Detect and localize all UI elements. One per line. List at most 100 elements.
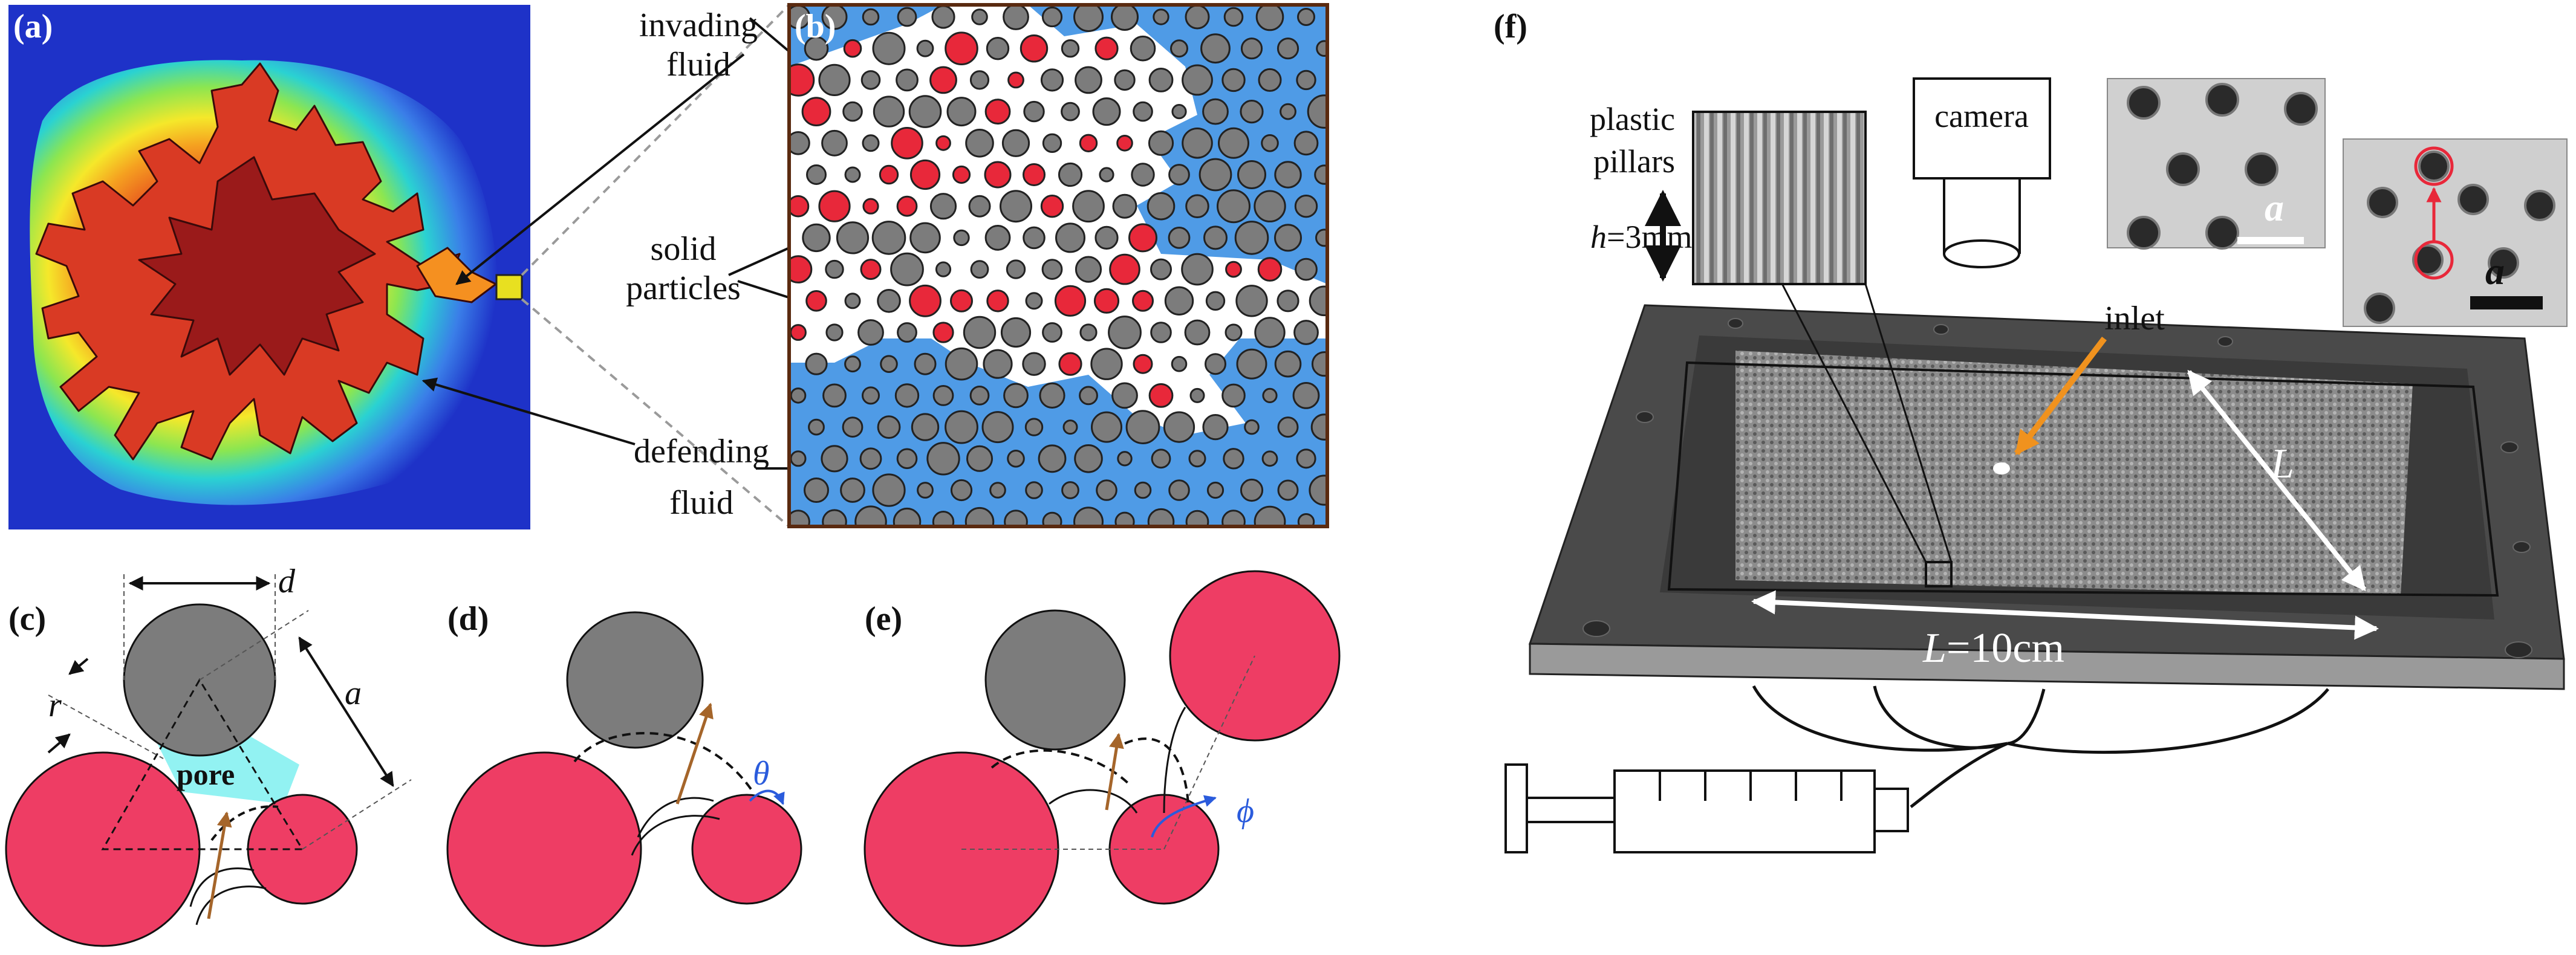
solid-particle bbox=[1042, 511, 1062, 526]
solid-particle bbox=[1217, 189, 1251, 224]
invader-wet-particle bbox=[790, 324, 807, 341]
flow-arrow-d bbox=[675, 702, 714, 804]
small-pink-particle-d bbox=[691, 794, 802, 905]
solid-particle bbox=[859, 447, 882, 470]
particle-layer bbox=[789, 5, 1354, 526]
solid-particle bbox=[1258, 68, 1282, 92]
solid-particle bbox=[1096, 479, 1117, 501]
solid-particle bbox=[1331, 257, 1354, 280]
construction-lines bbox=[48, 574, 412, 850]
solid-particle bbox=[872, 31, 906, 65]
solid-particle bbox=[818, 63, 851, 96]
solid-particle bbox=[1335, 388, 1350, 403]
invader-wet-particle bbox=[1109, 253, 1140, 285]
solid-particle bbox=[1182, 64, 1213, 96]
solid-particle bbox=[836, 221, 870, 254]
solid-particle bbox=[1125, 410, 1160, 444]
solid-particle bbox=[1237, 160, 1266, 189]
solid-particle bbox=[1254, 190, 1286, 222]
solid-particle bbox=[1307, 94, 1327, 129]
panel-b-frame bbox=[787, 3, 1329, 528]
solid-particle bbox=[877, 289, 901, 313]
solid-particle bbox=[804, 478, 829, 503]
solid-particle bbox=[1090, 348, 1123, 380]
solid-particle bbox=[1181, 253, 1214, 286]
invader-wet-particle bbox=[1128, 223, 1157, 253]
invader-wet-particle bbox=[1093, 288, 1120, 314]
solid-particle bbox=[945, 410, 978, 444]
solid-particle bbox=[1150, 322, 1172, 343]
solid-particle bbox=[1236, 348, 1267, 380]
label-L: L bbox=[2270, 441, 2294, 487]
solid-particle bbox=[1112, 193, 1137, 219]
annotations: invading fluid solid particles defending… bbox=[421, 7, 890, 522]
solid-particle bbox=[1004, 510, 1028, 526]
solid-particle bbox=[1041, 6, 1063, 28]
solid-particle bbox=[1022, 352, 1046, 376]
scale-label-a1: a bbox=[2265, 186, 2284, 229]
solid-particle bbox=[1331, 195, 1354, 218]
solid-particle bbox=[1073, 507, 1104, 526]
solid-particle bbox=[1150, 258, 1172, 280]
invader-wet-particle bbox=[860, 259, 882, 280]
micrograph-1: a bbox=[2107, 78, 2326, 250]
solid-particle bbox=[1111, 5, 1139, 31]
solid-particle bbox=[1099, 167, 1114, 183]
solid-particle bbox=[989, 482, 1006, 499]
panel-b: (b) bbox=[787, 3, 1354, 528]
label-plastic: plastic bbox=[1590, 101, 1675, 137]
solid-particle bbox=[1254, 505, 1286, 526]
solid-particle bbox=[1261, 450, 1278, 467]
solid-particle bbox=[965, 129, 994, 158]
meniscus-d-1 bbox=[637, 797, 714, 838]
invader-wet-particle bbox=[789, 195, 810, 218]
solid-particle bbox=[1221, 510, 1246, 526]
panel-d: θ (d) bbox=[446, 600, 802, 947]
solid-particle bbox=[945, 347, 978, 381]
solid-particle bbox=[825, 323, 844, 342]
solid-particle bbox=[862, 386, 880, 405]
solid-particle bbox=[1333, 71, 1351, 89]
solid-particle bbox=[1234, 221, 1269, 255]
invader-wet-particle bbox=[818, 190, 851, 222]
invader-wet-particle bbox=[1020, 34, 1049, 63]
solid-particle bbox=[1223, 448, 1244, 470]
invader-wet-particle bbox=[1007, 71, 1024, 89]
invader-wet-particle bbox=[935, 135, 951, 151]
label-phi: ϕ bbox=[1237, 792, 1254, 830]
label-invading-fluid: fluid bbox=[666, 46, 730, 83]
invader-wet-particle bbox=[1094, 36, 1119, 60]
panel-label-e: (e) bbox=[865, 600, 902, 638]
solid-particle bbox=[926, 442, 960, 476]
solid-particle bbox=[1297, 513, 1315, 526]
panel-c: d r a pore (c) bbox=[5, 563, 412, 947]
solid-particle bbox=[916, 39, 934, 57]
solid-particle bbox=[969, 386, 990, 406]
camera-lens bbox=[1943, 239, 2020, 268]
label-theta: θ bbox=[753, 755, 770, 792]
solid-particle bbox=[1079, 323, 1098, 342]
solid-particle bbox=[862, 8, 880, 26]
solid-particle bbox=[1274, 350, 1302, 378]
solid-particle bbox=[844, 355, 861, 373]
solid-particle bbox=[854, 505, 887, 526]
flow-arrow-c bbox=[207, 811, 232, 919]
solid-particle bbox=[844, 293, 861, 309]
invader-wet-particle bbox=[1040, 195, 1064, 218]
invader-wet-particle bbox=[945, 31, 978, 65]
invader-wet-particle bbox=[984, 161, 1012, 189]
solid-particle bbox=[1240, 100, 1264, 124]
solid-particle bbox=[1244, 419, 1260, 435]
invader-wet-particle bbox=[789, 63, 815, 97]
solid-particle bbox=[1073, 5, 1104, 32]
solid-particle bbox=[840, 478, 865, 503]
solid-particle bbox=[1061, 102, 1080, 121]
invader-wet-particle bbox=[896, 195, 918, 217]
solid-particle bbox=[822, 509, 847, 526]
solid-particle bbox=[1277, 37, 1299, 60]
solid-particle bbox=[821, 129, 848, 157]
invader-wet-particle bbox=[789, 255, 813, 283]
solid-particle bbox=[873, 96, 905, 128]
solid-particle bbox=[1280, 103, 1296, 120]
